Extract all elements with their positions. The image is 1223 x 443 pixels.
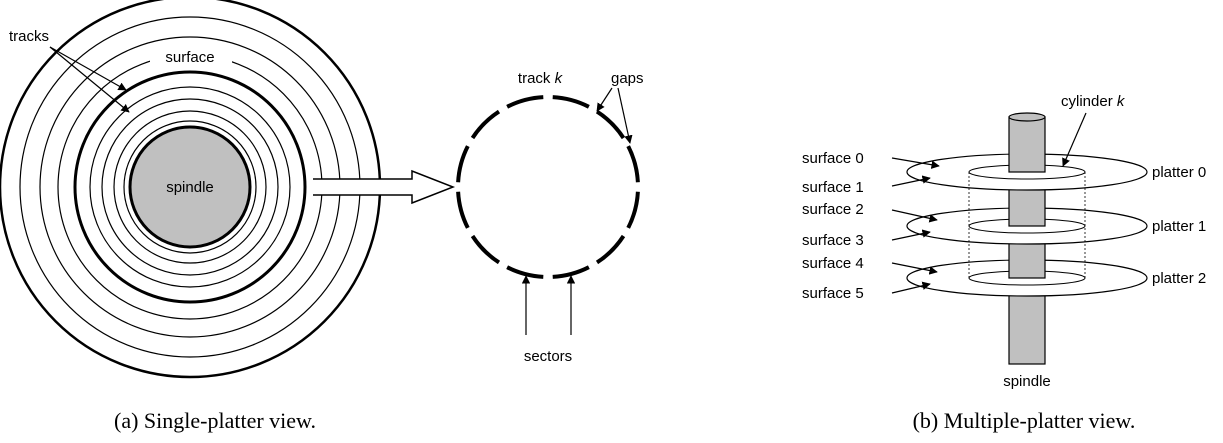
- sector-arc: [456, 191, 470, 229]
- sector-arc: [470, 109, 501, 140]
- spindle-segment-bottom: [1008, 286, 1046, 365]
- gaps-label: gaps: [611, 70, 644, 87]
- spindle-label: spindle: [166, 179, 214, 196]
- multiple-platter-panel: cylinder k surface 0 surface 1 surface 2…: [802, 93, 1206, 433]
- sector-arc: [552, 265, 590, 279]
- track-ring: [123, 120, 257, 254]
- spindle-segment: [1008, 185, 1046, 227]
- platter-1-label: platter 1: [1152, 218, 1206, 235]
- platter-top-view: [0, 0, 382, 379]
- spindle-segment: [1008, 238, 1046, 279]
- cylinder-k-arrow: [1062, 112, 1087, 167]
- surface-0-label: surface 0: [802, 150, 864, 167]
- sector-arc: [595, 234, 626, 265]
- track-ring: [113, 110, 267, 264]
- surface-1-arrow: [891, 175, 931, 187]
- cylinder-k-label: cylinder k: [1061, 93, 1126, 110]
- spindle-b-label: spindle: [1003, 373, 1051, 390]
- zoom-arrow: [313, 169, 456, 205]
- caption-b: (b) Multiple-platter view.: [913, 408, 1136, 433]
- track-ring: [89, 86, 291, 288]
- sector-arc: [552, 95, 590, 109]
- surface-3-arrow: [891, 229, 931, 241]
- surface-2-arrow: [891, 209, 938, 223]
- spindle-top: [1008, 116, 1046, 173]
- gap-arrow-1: [596, 87, 613, 112]
- platter-2-label: platter 2: [1152, 270, 1206, 287]
- surface-4-label: surface 4: [802, 255, 864, 272]
- sector-arc: [506, 95, 544, 109]
- sectors-label: sectors: [524, 348, 572, 365]
- surface-label-bg: [150, 46, 232, 68]
- surface-0-arrow: [891, 157, 940, 169]
- tracks-arrow-inner: [49, 46, 130, 113]
- surface-2-label: surface 2: [802, 201, 864, 218]
- surface-1-label: surface 1: [802, 179, 864, 196]
- gap-arrow-2: [617, 87, 633, 144]
- sector-arc: [456, 145, 470, 183]
- surface-3-label: surface 3: [802, 232, 864, 249]
- caption-a: (a) Single-platter view.: [114, 408, 316, 433]
- surface-4-arrow: [891, 262, 938, 275]
- single-platter-panel: spindle surface tracks track k gaps sect…: [0, 0, 644, 433]
- sector-arc: [626, 191, 640, 229]
- track-ring: [101, 98, 279, 276]
- surface-label: surface: [165, 49, 214, 66]
- track-k-sectors: [456, 95, 640, 279]
- track-k-highlight: [73, 70, 307, 304]
- tracks-label: tracks: [9, 28, 49, 45]
- surface-5-arrow: [891, 281, 931, 294]
- track-k-label: track k: [518, 70, 564, 87]
- sector-arc: [506, 265, 544, 279]
- sector-arc: [595, 109, 626, 140]
- sector-arc: [626, 145, 640, 183]
- platter-0-label: platter 0: [1152, 164, 1206, 181]
- surface-5-label: surface 5: [802, 285, 864, 302]
- tracks-arrow-outer: [49, 46, 127, 91]
- spindle-hub: [128, 125, 252, 249]
- sector-arc: [470, 234, 501, 265]
- spindle-top-cap: [1008, 112, 1046, 122]
